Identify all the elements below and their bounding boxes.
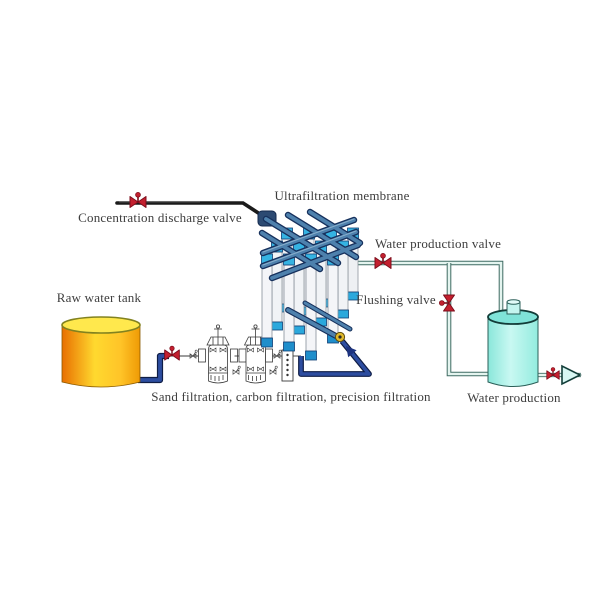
flow-arrow-icon <box>346 346 357 358</box>
label-water-production: Water production <box>467 390 561 405</box>
concentration-discharge-valve-icon <box>129 191 147 209</box>
raw-water-tank <box>61 316 141 388</box>
outlet-arrow-icon <box>561 364 582 386</box>
tank-top-cap <box>506 299 521 315</box>
water-production-tank <box>487 299 539 387</box>
sand-filter-symbol <box>198 324 238 384</box>
bottom-manifold <box>285 300 353 339</box>
mini-valve-icon <box>232 365 241 375</box>
flushing-pipe <box>446 263 488 377</box>
label-pretreatment: Sand filtration, carbon filtration, prec… <box>151 389 431 404</box>
mini-valve-icon <box>273 349 282 359</box>
label-raw-water-tank: Raw water tank <box>56 290 142 305</box>
flushing-valve-icon <box>438 294 456 312</box>
label-flushing-valve: Flushing valve <box>356 292 436 307</box>
water-production-valve-icon <box>374 252 392 270</box>
manifold-valve-icon <box>334 331 346 343</box>
mini-valve-icon <box>189 349 198 359</box>
label-ultrafiltration-membrane: Ultrafiltration membrane <box>274 188 410 203</box>
uf-feed-pipe <box>298 339 372 377</box>
mini-valve-icon <box>269 365 278 375</box>
top-manifold <box>258 208 364 282</box>
feed-valve-icon <box>163 345 181 361</box>
label-concentration-discharge-valve: Concentration discharge valve <box>78 210 242 225</box>
ultrafiltration-unit <box>257 208 364 361</box>
outlet-valve-icon <box>546 366 560 380</box>
label-water-production-valve: Water production valve <box>374 236 502 251</box>
